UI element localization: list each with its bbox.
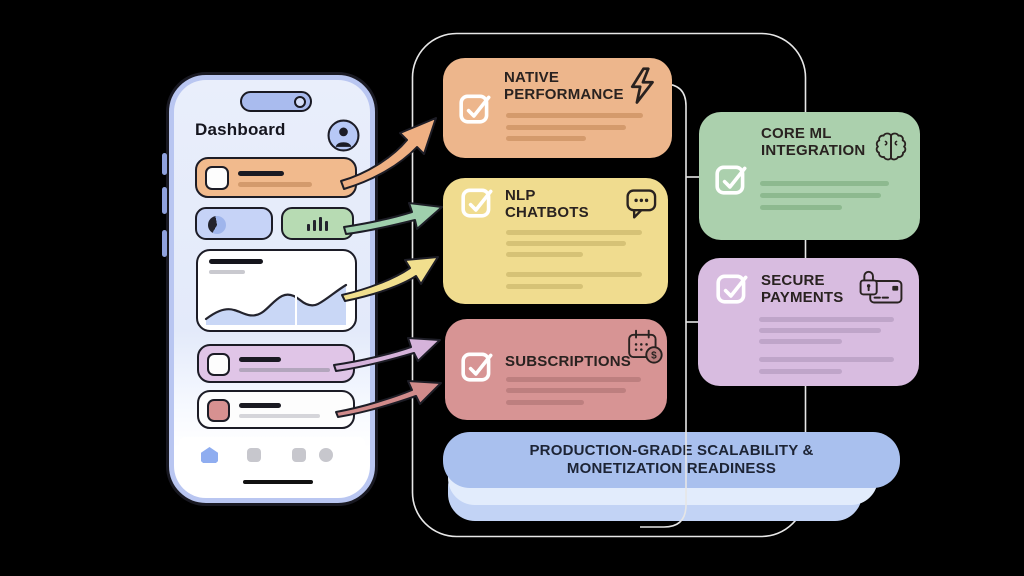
bottom-nav-bar — [179, 437, 365, 493]
camera-dot-icon — [294, 95, 306, 108]
nav-square-icon[interactable] — [247, 448, 261, 462]
user-avatar[interactable] — [327, 119, 360, 152]
text-placeholder — [506, 388, 626, 393]
text-placeholder — [239, 357, 281, 362]
text-placeholder — [238, 182, 312, 187]
notification-card[interactable] — [195, 157, 357, 198]
text-placeholder — [239, 403, 281, 408]
bar-chart-icon — [313, 220, 316, 231]
text-placeholder — [760, 205, 842, 210]
feature-card-native-performance[interactable]: NATIVE PERFORMANCE — [443, 58, 672, 158]
text-placeholder — [239, 414, 320, 418]
feature-card-secure-payments[interactable]: SECURE PAYMENTS — [698, 258, 919, 386]
text-placeholder — [506, 252, 583, 257]
text-placeholder — [506, 400, 584, 405]
text-placeholder — [760, 193, 881, 198]
feature-card-nlp-chatbots[interactable]: NLP CHATBOTS — [443, 178, 668, 304]
nav-square-icon[interactable] — [292, 448, 306, 462]
text-placeholder — [506, 272, 642, 277]
banner-text-line2: MONETIZATION READINESS — [566, 460, 777, 477]
banner: PRODUCTION-GRADE SCALABILITY & MONETIZAT… — [443, 432, 900, 488]
nav-circle-icon[interactable] — [319, 448, 333, 462]
text-placeholder — [759, 317, 894, 322]
trend-chart-card[interactable] — [196, 249, 357, 332]
text-placeholder — [760, 181, 889, 186]
brain-icon — [875, 132, 907, 161]
pie-widget[interactable] — [195, 207, 273, 240]
checkbox-icon — [715, 165, 747, 195]
text-placeholder — [239, 368, 330, 372]
pie-chart-icon — [208, 216, 226, 234]
text-placeholder — [238, 171, 284, 176]
text-placeholder — [506, 113, 643, 118]
bar-chart-icon — [325, 221, 328, 231]
home-icon[interactable] — [201, 447, 218, 463]
chat-bubble-icon — [626, 189, 657, 219]
text-placeholder — [506, 241, 626, 246]
feature-title: CORE ML INTEGRATION — [761, 125, 866, 159]
feature-card-subscriptions[interactable]: SUBSCRIPTIONS $ — [445, 319, 667, 420]
bar-chart-icon — [319, 217, 322, 231]
phone-screen: Dashboard — [174, 80, 370, 498]
text-placeholder — [506, 136, 586, 141]
text-placeholder — [506, 377, 641, 382]
text-placeholder — [759, 328, 881, 333]
list-item-white[interactable] — [197, 390, 355, 429]
chart-subtitle-placeholder — [209, 270, 245, 274]
page-title: Dashboard — [195, 120, 286, 139]
text-placeholder — [759, 339, 842, 344]
text-placeholder — [506, 230, 642, 235]
checkbox-icon — [459, 94, 491, 124]
color-swatch — [207, 399, 230, 422]
checkbox-icon — [716, 274, 748, 304]
feature-title: SUBSCRIPTIONS — [505, 353, 631, 370]
home-indicator — [243, 479, 313, 484]
banner-text-line1: PRODUCTION-GRADE SCALABILITY & — [529, 442, 814, 459]
bar-widget[interactable] — [281, 207, 354, 240]
phone-mockup: Dashboard — [162, 72, 378, 506]
text-placeholder — [506, 284, 583, 289]
feature-card-core-ml-integration[interactable]: CORE ML INTEGRATION — [699, 112, 920, 240]
text-placeholder — [759, 357, 894, 362]
feature-title: SECURE PAYMENTS — [761, 272, 844, 306]
lightning-bolt-icon — [630, 67, 654, 104]
bar-chart-icon — [307, 224, 310, 231]
text-placeholder — [506, 125, 626, 130]
checkbox[interactable] — [205, 166, 229, 190]
text-placeholder — [759, 369, 842, 374]
feature-title: NATIVE PERFORMANCE — [504, 69, 624, 103]
svg-text:$: $ — [651, 351, 657, 362]
calendar-dollar-icon: $ — [628, 329, 663, 364]
checkbox-icon — [461, 352, 493, 382]
lock-card-icon — [859, 270, 903, 304]
area-chart — [204, 283, 348, 325]
phone-side-button — [162, 230, 167, 257]
phone-side-button — [162, 187, 167, 214]
list-item-purple[interactable] — [197, 344, 355, 383]
feature-title: NLP CHATBOTS — [505, 187, 589, 221]
checkbox-icon — [461, 188, 493, 218]
chart-title-placeholder — [209, 259, 263, 264]
checkbox[interactable] — [207, 353, 230, 376]
phone-side-button — [162, 153, 167, 175]
dynamic-island — [240, 91, 312, 112]
